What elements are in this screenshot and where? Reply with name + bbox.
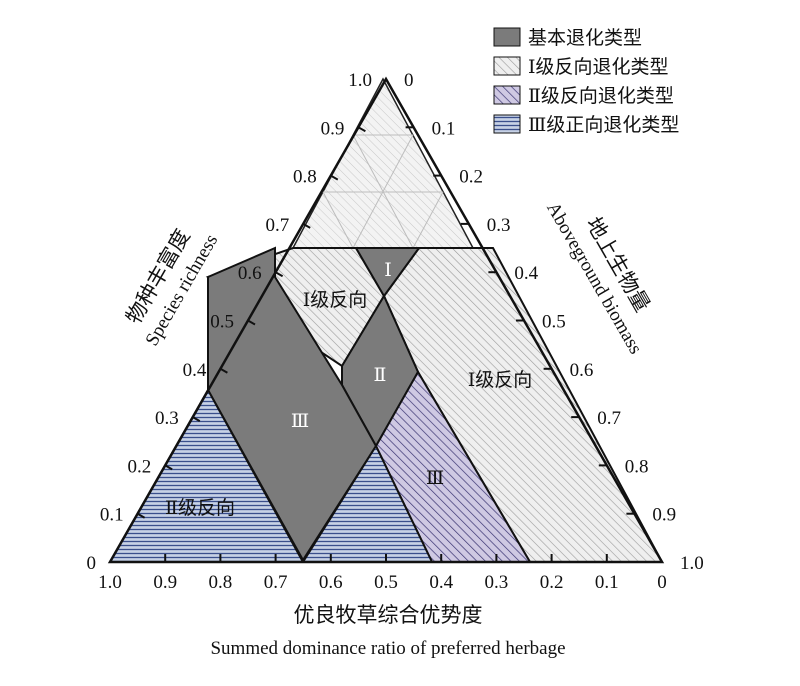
legend-swatch-rev1 <box>493 56 521 76</box>
label-rev1-left: Ⅰ级反向 <box>303 289 368 311</box>
region-top-triangle <box>291 77 475 249</box>
right-axis-tick-label: 0.8 <box>625 456 649 477</box>
bottom-axis-tick-label: 0 <box>657 572 667 593</box>
label-rev2: Ⅲ <box>426 468 444 489</box>
left-axis-tick-mark <box>137 512 146 519</box>
left-axis-tick-label: 0.1 <box>100 505 124 526</box>
legend-label-basic: 基本退化类型 <box>528 27 642 49</box>
left-axis-tick-mark <box>192 416 201 422</box>
left-axis-tick-mark <box>275 271 284 278</box>
bottom-axis-tick-label: 0.2 <box>540 572 564 593</box>
region-labels: Ⅰ Ⅰ级反向 Ⅱ Ⅰ级反向 Ⅲ Ⅲ Ⅱ级反向 <box>165 260 532 519</box>
bottom-axis-tick-label: 1.0 <box>98 572 122 593</box>
top-inner-grid <box>322 134 444 249</box>
regions <box>108 77 664 563</box>
left-axis-tick-mark <box>330 174 339 181</box>
bottom-axis-tick-label: 0.9 <box>153 572 177 593</box>
label-rev1-right: Ⅰ级反向 <box>468 369 533 391</box>
right-axis-tick-label: 0.1 <box>432 118 456 139</box>
legend: 基本退化类型 Ⅰ级反向退化类型 Ⅱ级反向退化类型 Ⅲ级正向退化类型 <box>493 27 679 136</box>
left-axis-tick-label: 0.6 <box>238 263 262 284</box>
label-basic-III: Ⅲ <box>291 411 309 432</box>
legend-label-rev1: Ⅰ级反向退化类型 <box>528 56 669 78</box>
label-basic-I: Ⅰ <box>384 260 392 281</box>
left-axis-tick-label: 0.2 <box>127 456 151 477</box>
bottom-axis-title-en: Summed dominance ratio of preferred herb… <box>210 638 565 659</box>
left-axis-tick-mark <box>164 464 173 471</box>
label-basic-II: Ⅱ <box>374 365 387 386</box>
right-axis-tick-label: 1.0 <box>680 553 704 574</box>
left-axis-tick-label: 0 <box>87 553 97 574</box>
right-axis-tick-label: 0.2 <box>459 167 483 188</box>
left-axis-tick-label: 0.3 <box>155 408 179 429</box>
left-axis-tick-label: 0.9 <box>321 118 345 139</box>
left-axis-tick-mark <box>219 367 228 374</box>
right-axis-tick-label: 0.9 <box>652 505 676 526</box>
right-axis-tick-label: 0 <box>404 70 414 91</box>
bottom-axis-tick-label: 0.3 <box>485 572 509 593</box>
right-axis-tick-label: 0.5 <box>542 312 566 333</box>
right-axis-tick-label: 0.6 <box>570 360 594 381</box>
left-axis-tick-mark <box>357 126 366 133</box>
right-axis-tick-label: 0.7 <box>597 408 621 429</box>
left-axis-tick-label: 0.7 <box>265 215 289 236</box>
region-basic-I <box>354 247 421 298</box>
bottom-axis-tick-label: 0.6 <box>319 572 343 593</box>
bottom-axis-tick-label: 0.7 <box>264 572 288 593</box>
bottom-axis-title-zh: 优良牧草综合优势度 <box>294 603 483 627</box>
left-axis-tick-mark <box>302 223 311 229</box>
left-axis-tick-label: 0.5 <box>210 312 234 333</box>
bottom-axis-tick-label: 0.1 <box>595 572 619 593</box>
legend-label-rev2: Ⅱ级反向退化类型 <box>528 85 674 107</box>
right-axis-tick-label: 0.4 <box>514 263 538 284</box>
left-axis-tick-label: 1.0 <box>348 70 372 91</box>
bottom-axis-tick-label: 0.8 <box>209 572 233 593</box>
bottom-axis-tick-label: 0.4 <box>429 572 453 593</box>
legend-swatch-basic <box>493 27 521 47</box>
left-axis-tick-mark <box>247 319 256 326</box>
legend-swatch-fwd3 <box>493 114 521 134</box>
label-fwd3: Ⅱ级反向 <box>165 497 235 519</box>
right-axis-tick-label: 0.3 <box>487 215 511 236</box>
legend-swatch-rev2 <box>493 85 521 105</box>
left-axis-title: 物种丰富度 Species richness <box>121 225 222 350</box>
right-axis-ticks: 0 0.1 0.2 0.3 0.4 0.5 0.6 0.7 0.8 0.9 1.0 <box>404 70 704 574</box>
left-axis-tick-label: 0.4 <box>183 360 207 381</box>
left-axis-tick-label: 0.8 <box>293 167 317 188</box>
left-axis-ticks: 0 0.1 0.2 0.3 0.4 0.5 0.6 0.7 0.8 0.9 1.0 <box>87 70 373 574</box>
legend-label-fwd3: Ⅲ级正向退化类型 <box>528 114 679 136</box>
bottom-axis-tick-label: 0.5 <box>374 572 398 593</box>
bottom-axis-ticks: 1.0 0.9 0.8 0.7 0.6 0.5 0.4 0.3 0.2 0.1 0 <box>98 554 667 593</box>
